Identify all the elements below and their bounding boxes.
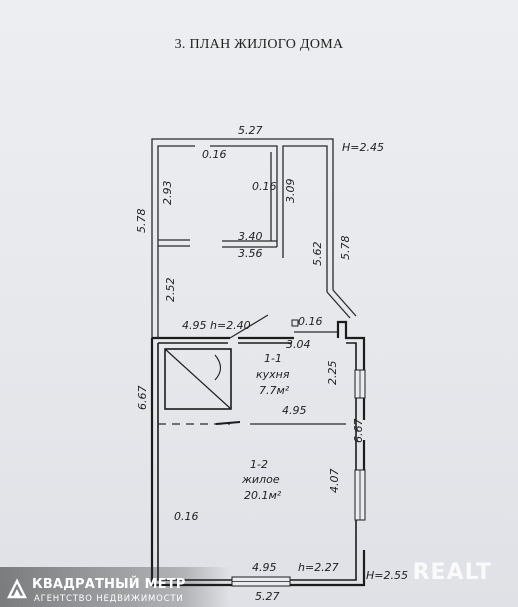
main-house-walls — [150, 319, 366, 587]
dim-living-height-right: 6.67 — [352, 419, 365, 444]
kitchen-room-id: 1-1 — [264, 352, 282, 365]
dim-living-height-left: 6.67 — [136, 386, 149, 411]
dim-bottom-inner-width: 4.95 — [252, 561, 277, 574]
realt-watermark: REALT — [412, 560, 492, 585]
dim-small-room-height: 2.93 — [161, 181, 174, 206]
dim-roof-height: H=2.45 — [342, 141, 384, 154]
dim-small-room-wall: 0.16 — [202, 148, 227, 161]
dim-kitchen-wall: 0.16 — [298, 315, 323, 328]
dim-small-room-width-b: 3.56 — [238, 247, 263, 260]
living-room-name: жилое — [241, 473, 280, 486]
dim-left-lower: 2.52 — [164, 278, 177, 303]
dim-left-wall: 0.16 — [174, 510, 199, 523]
dim-bottom-width: 5.27 — [255, 590, 280, 603]
kitchen-room-name: кухня — [256, 368, 290, 381]
agency-tagline: АГЕНТСТВО НЕДВИЖИМОСТИ — [34, 594, 184, 604]
dim-kitchen-width: 3.04 — [286, 338, 311, 351]
living-room-area: 20.1м² — [244, 489, 282, 502]
dim-small-room-width-a: 3.40 — [238, 230, 263, 243]
room-labels: 1-1 кухня 7.7м² 1-2 жилое 20.1м² — [241, 352, 290, 502]
plan-title: 3. ПЛАН ЖИЛОГО ДОМА — [174, 37, 344, 52]
upper-annex-outline — [151, 138, 357, 339]
dim-upper-left-side: 5.78 — [135, 209, 148, 234]
dimension-labels: 5.27 H=2.45 0.16 0.16 3.40 3.56 2.93 3.0… — [135, 124, 408, 603]
dim-living-depth: 4.07 — [328, 469, 341, 494]
dim-partition-width: 4.95 — [282, 404, 307, 417]
agency-brand: КВАДРАТНЫЙ МЕТР — [32, 577, 186, 592]
dim-main-height: H=2.55 — [366, 569, 408, 582]
dim-upper-right-side: 5.78 — [339, 236, 352, 261]
kitchen-room-area: 7.7м² — [259, 384, 290, 397]
dim-bottom-height: h=2.27 — [298, 561, 339, 574]
dim-right-inner: 5.62 — [311, 242, 324, 267]
dim-inner-height: 3.09 — [284, 179, 297, 204]
agency-watermark-band — [0, 567, 230, 607]
dim-top-width: 5.27 — [238, 124, 263, 137]
dim-upper-bottom-width: 4.95 — [182, 319, 207, 332]
dim-kitchen-height: 2.25 — [326, 361, 339, 386]
dim-upper-bottom-height: h=2.40 — [210, 319, 251, 332]
dim-small-room-wall-inner: 0.16 — [252, 180, 277, 193]
living-room-id: 1-2 — [250, 458, 268, 471]
agency-logo-icon — [7, 578, 27, 599]
